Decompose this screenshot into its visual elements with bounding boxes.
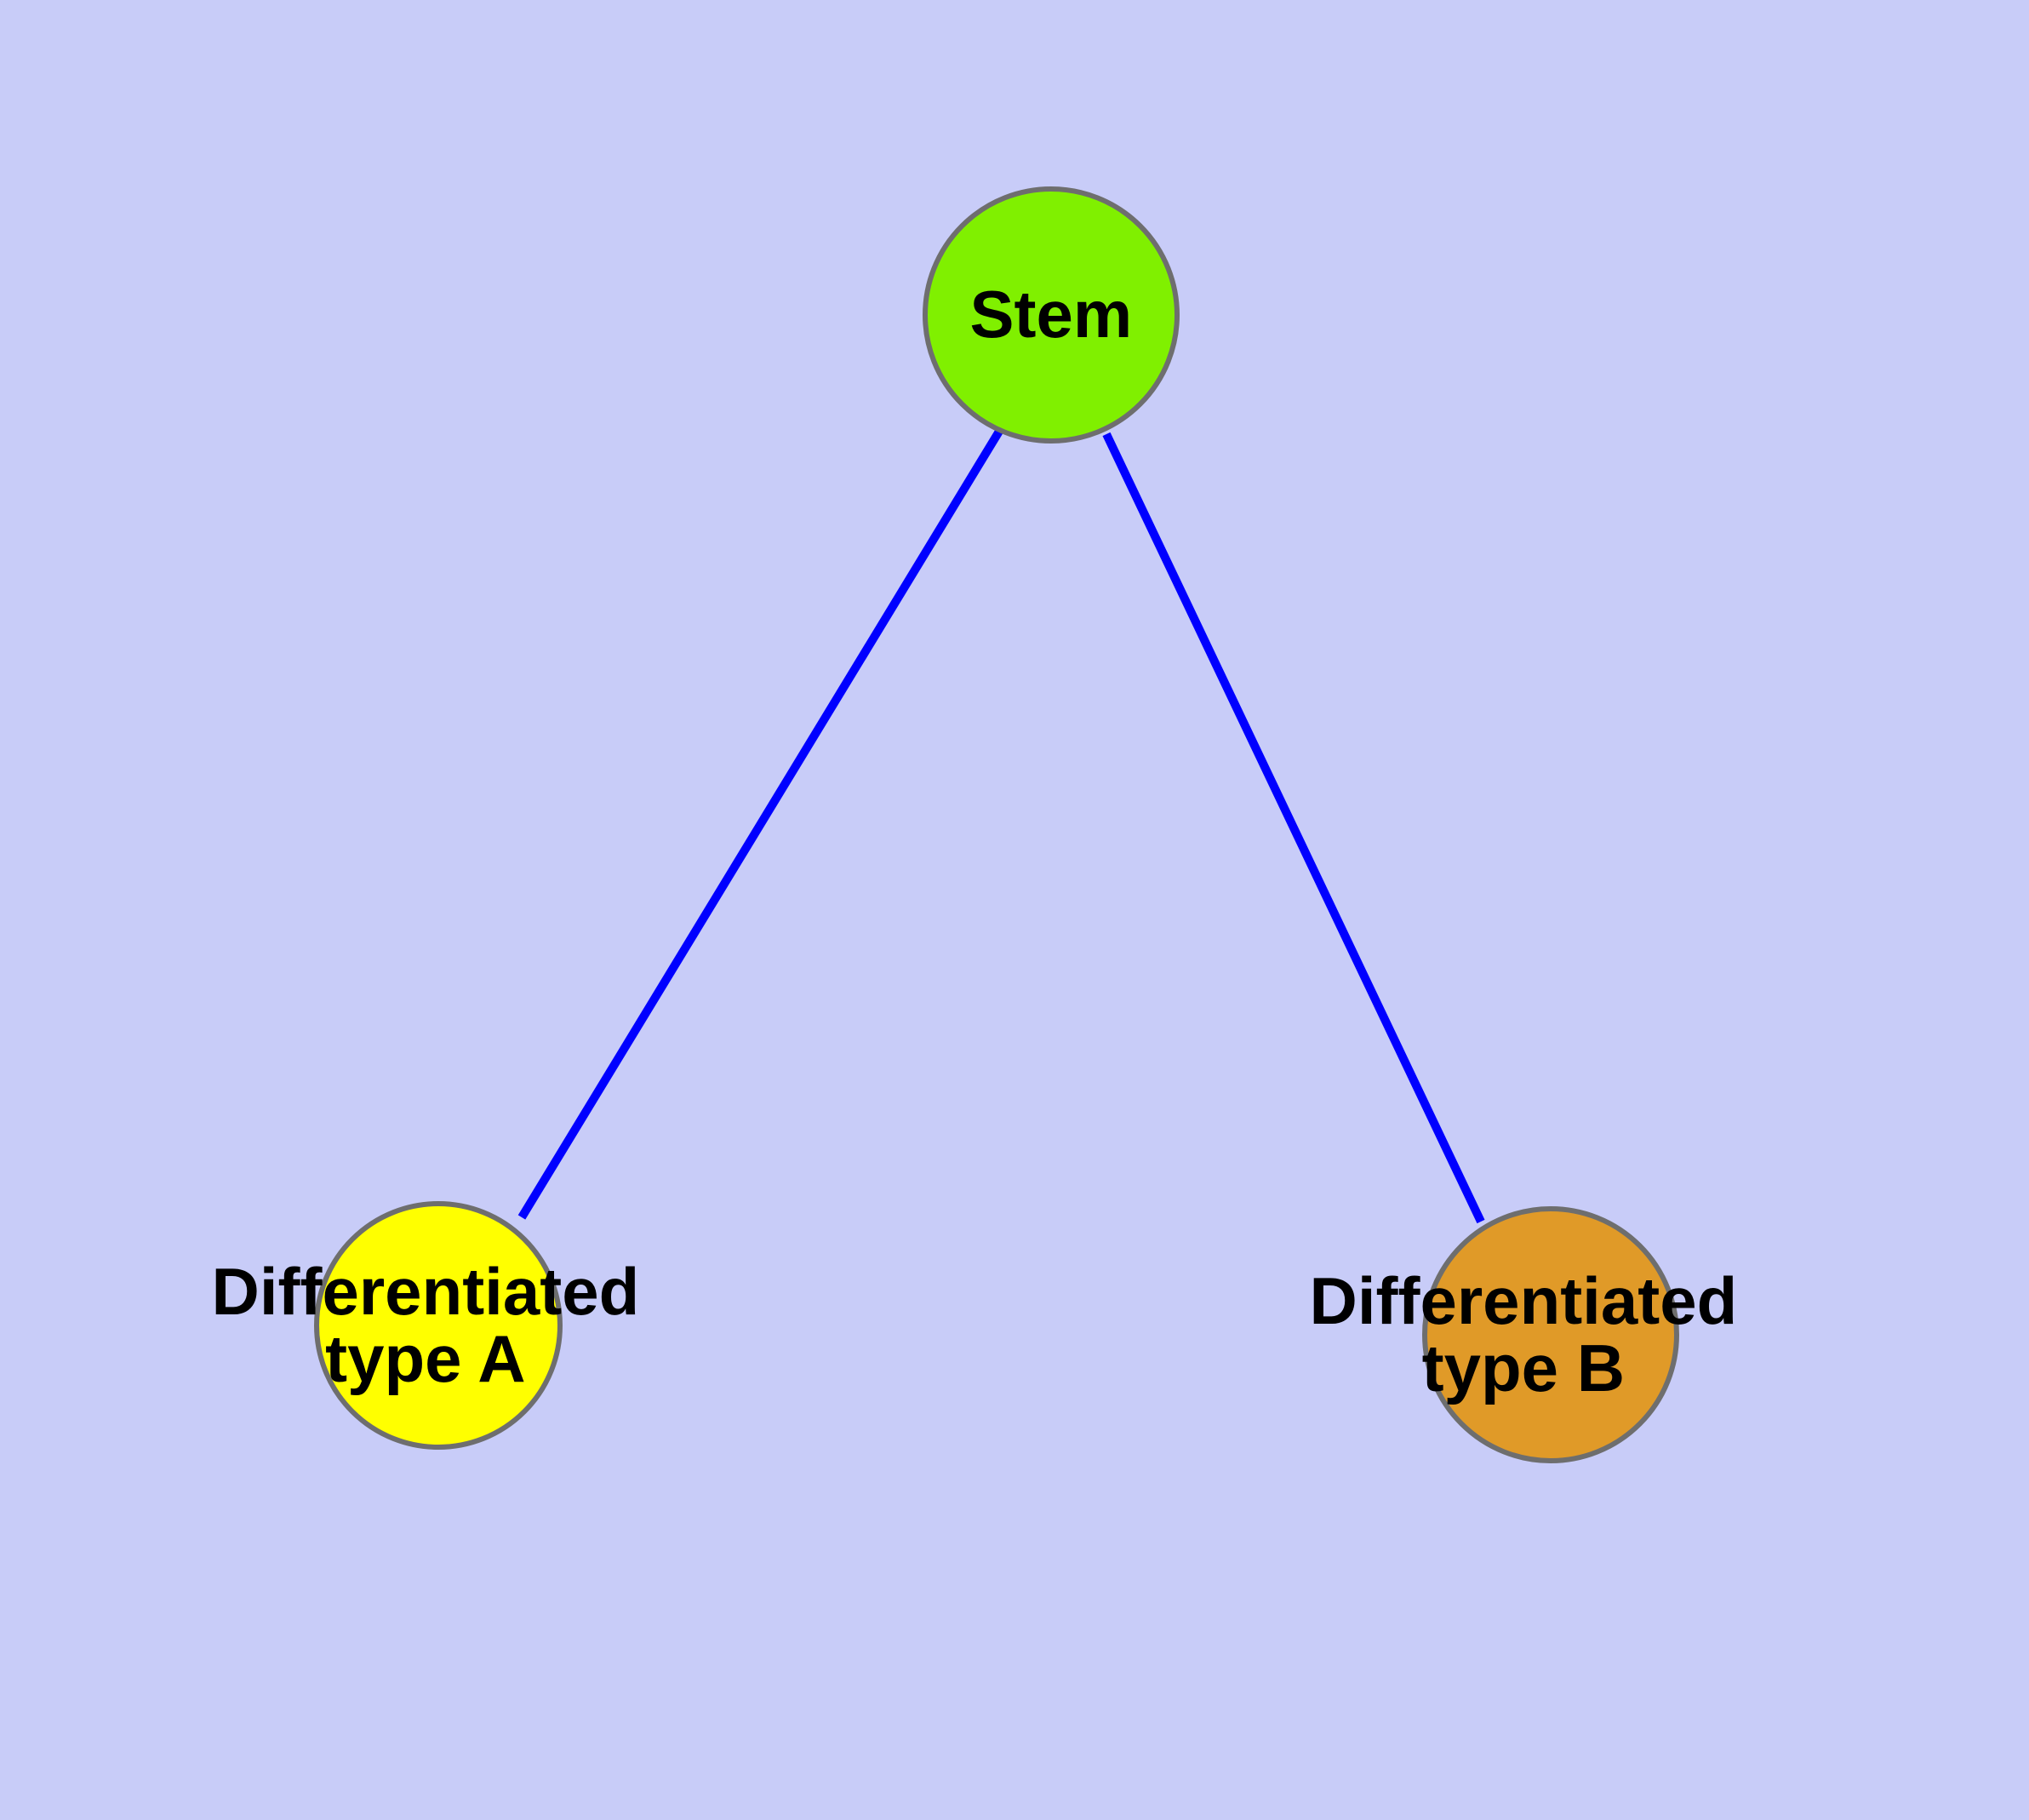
graph-node-diff-a[interactable] (314, 1201, 563, 1450)
graph-edge-stem-to-diff-b[interactable] (1102, 432, 1485, 1224)
node-layer (314, 186, 1679, 1463)
edge-layer (517, 427, 1485, 1224)
graph-node-diff-b[interactable] (1422, 1206, 1679, 1463)
graph-node-stem[interactable] (923, 186, 1180, 444)
graph-edge-stem-to-diff-a[interactable] (517, 427, 1004, 1220)
